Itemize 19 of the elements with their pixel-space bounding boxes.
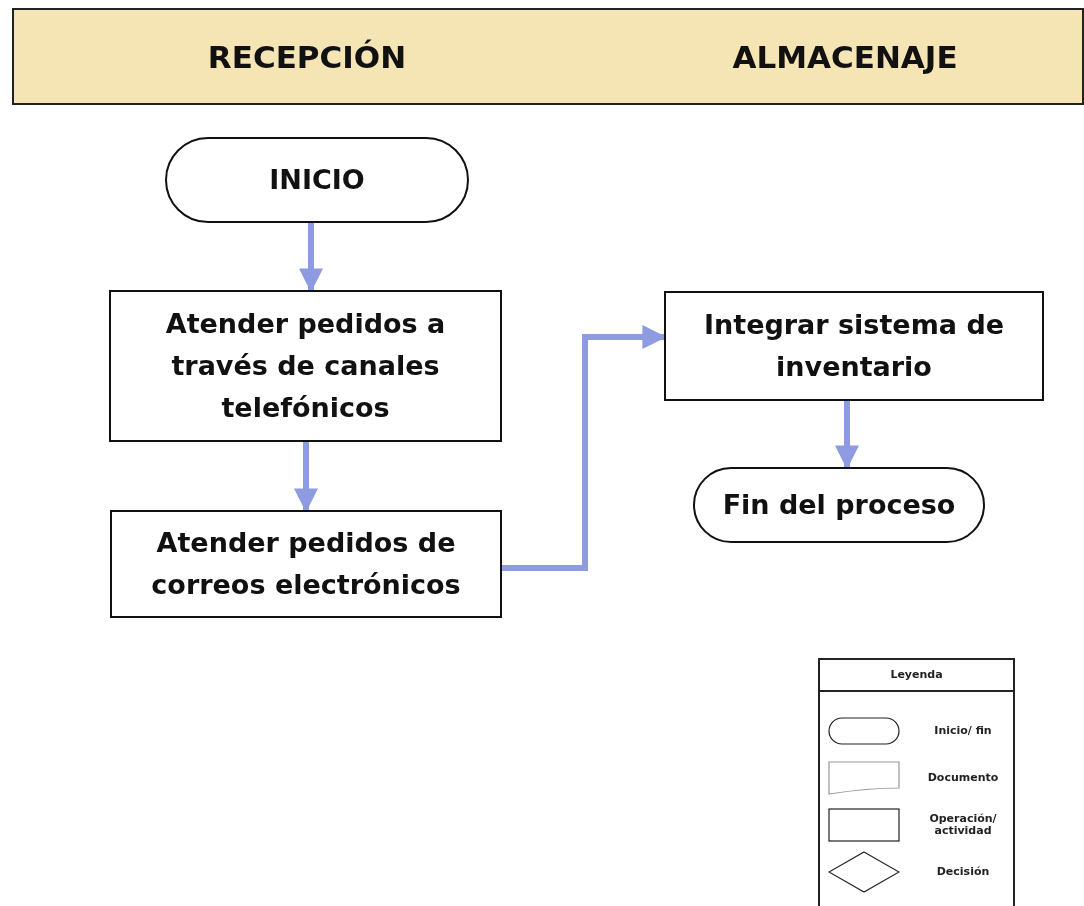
node-text: Fin del proceso bbox=[722, 488, 956, 523]
lane-title: RECEPCIÓN bbox=[207, 38, 407, 75]
arrow bbox=[835, 401, 859, 470]
legend-label: Documento bbox=[926, 771, 1000, 785]
process-box bbox=[664, 291, 1044, 401]
header-band bbox=[12, 8, 1084, 105]
node-text: INICIO bbox=[269, 163, 365, 198]
legend-label: Decisión bbox=[935, 865, 991, 879]
node-text: Integrar sistema de inventario bbox=[702, 308, 1006, 384]
legend-label: Operación/ actividad bbox=[928, 812, 998, 838]
node-text: Atender pedidos de correos electrónicos bbox=[150, 526, 462, 602]
arrow bbox=[294, 442, 318, 513]
process-box bbox=[110, 510, 502, 618]
lane-title: ALMACENAJE bbox=[732, 38, 958, 75]
node-text: Atender pedidos a través de canales telefónicos bbox=[164, 307, 447, 425]
process-box bbox=[109, 290, 502, 442]
legend-title: Leyenda bbox=[890, 668, 943, 682]
legend-label: Inicio/ fin bbox=[933, 724, 993, 738]
arrow bbox=[299, 223, 323, 293]
